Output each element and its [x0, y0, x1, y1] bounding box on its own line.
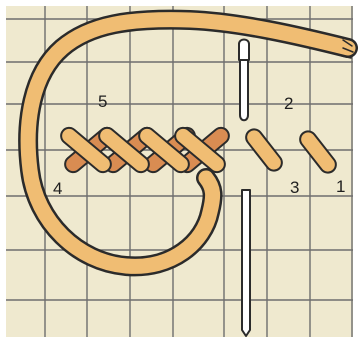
step-label-1: 1 — [336, 177, 345, 196]
step-label-2: 2 — [284, 94, 293, 113]
step-label-5: 5 — [98, 92, 107, 111]
step-label-3: 3 — [290, 178, 299, 197]
step-label-4: 4 — [53, 179, 62, 198]
